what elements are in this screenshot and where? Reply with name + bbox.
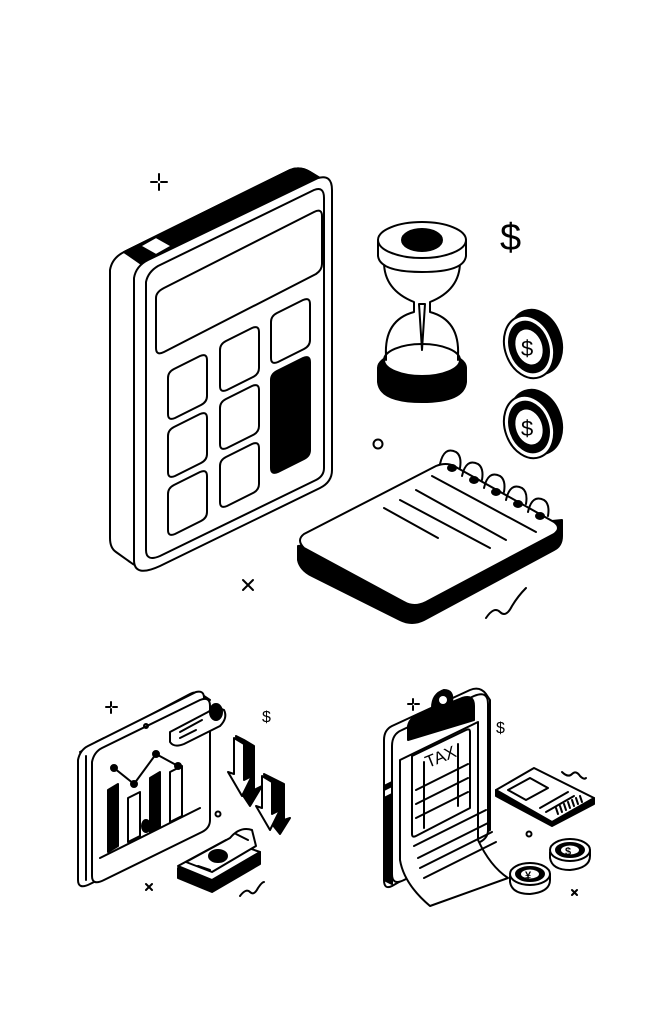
dot-decoration [372, 438, 384, 450]
squiggle-decoration [239, 881, 265, 897]
coin-yen-icon: ¥ [509, 862, 551, 895]
cross-decoration [571, 889, 578, 896]
sparkle-icon [407, 698, 420, 711]
coin-yen-symbol: ¥ [525, 870, 532, 882]
dot-decoration [214, 810, 222, 818]
sparkle-icon [150, 173, 168, 191]
dollar-sign-icon: $ [496, 720, 505, 737]
down-arrow-icon [227, 735, 263, 807]
coin-dollar-symbol: $ [521, 416, 533, 441]
cross-decoration [145, 883, 153, 891]
coin-dollar-symbol: $ [565, 846, 571, 858]
coin-icon: $ [502, 308, 564, 380]
coin-icon: $ [502, 388, 564, 460]
dollar-sign-icon: $ [500, 217, 521, 259]
receipt-icon [495, 767, 595, 827]
cross-decoration [242, 579, 254, 591]
dot-decoration [525, 830, 533, 838]
coin-dollar-symbol: $ [521, 336, 533, 361]
speech-bubble-icon [169, 703, 227, 747]
sparkle-icon [105, 701, 118, 714]
cash-stack-icon [177, 828, 261, 893]
dollar-sign-icon: $ [262, 709, 271, 726]
notebook-icon [297, 449, 563, 624]
down-arrow-icon [255, 773, 291, 835]
hourglass-icon [377, 221, 467, 403]
coin-dollar-icon: $ [549, 838, 591, 871]
clipboard-icon: TAX [383, 687, 509, 907]
squiggle-decoration [561, 771, 587, 780]
squiggle-decoration [485, 587, 527, 619]
calculator-icon [109, 167, 333, 572]
